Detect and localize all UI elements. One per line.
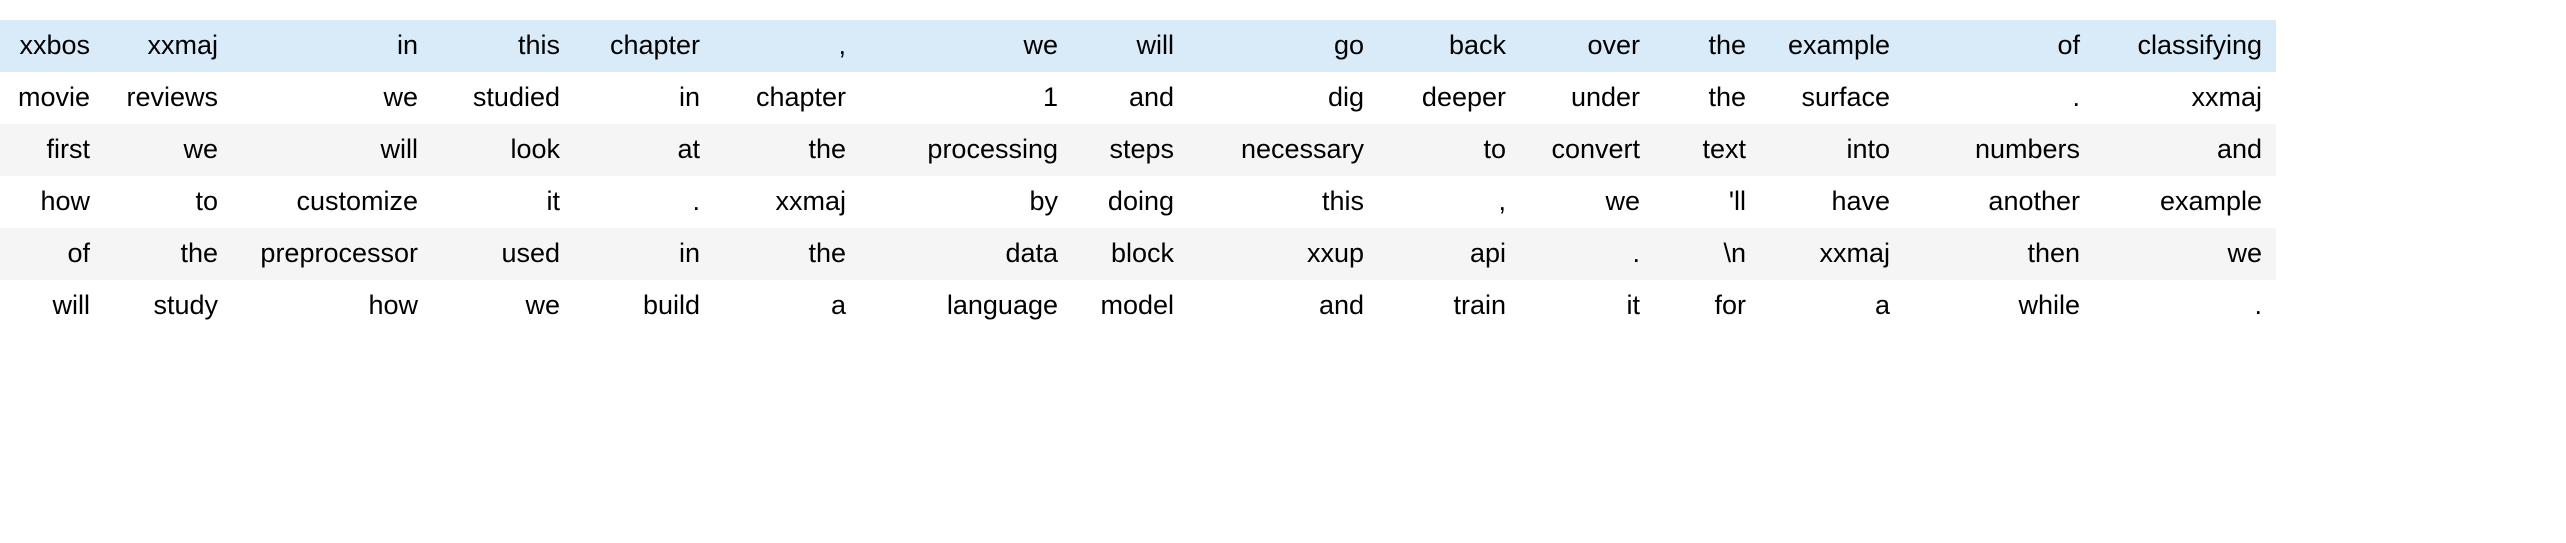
token-cell: example <box>2094 176 2276 229</box>
token-cell: will <box>0 280 104 333</box>
token-cell: how <box>232 280 432 333</box>
token-cell: build <box>574 280 714 333</box>
token-cell: by <box>860 176 1072 229</box>
token-cell: into <box>1760 124 1904 177</box>
token-cell: we <box>232 72 432 125</box>
token-cell: study <box>104 280 232 333</box>
token-cell: block <box>1072 228 1188 281</box>
token-cell: we <box>432 280 574 333</box>
token-cell: studied <box>432 72 574 125</box>
token-cell: steps <box>1072 124 1188 177</box>
token-cell: necessary <box>1188 124 1378 177</box>
token-cell: look <box>432 124 574 177</box>
token-cell: deeper <box>1378 72 1520 125</box>
token-cell: of <box>1904 20 2094 73</box>
token-cell: will <box>232 124 432 177</box>
token-cell: reviews <box>104 72 232 125</box>
token-cell: language <box>860 280 1072 333</box>
token-cell: while <box>1904 280 2094 333</box>
token-cell: to <box>1378 124 1520 177</box>
token-cell: dig <box>1188 72 1378 125</box>
token-cell: it <box>432 176 574 229</box>
token-cell: classifying <box>2094 20 2276 73</box>
token-cell: preprocessor <box>232 228 432 281</box>
token-cell: the <box>104 228 232 281</box>
token-cell: used <box>432 228 574 281</box>
token-cell: api <box>1378 228 1520 281</box>
token-cell: . <box>1520 228 1654 281</box>
token-cell: under <box>1520 72 1654 125</box>
token-cell: for <box>1654 280 1760 333</box>
token-cell: go <box>1188 20 1378 73</box>
token-cell: the <box>1654 72 1760 125</box>
token-cell: convert <box>1520 124 1654 177</box>
token-cell: the <box>714 124 860 177</box>
token-cell: chapter <box>714 72 860 125</box>
token-cell: how <box>0 176 104 229</box>
token-cell: . <box>2094 280 2276 333</box>
token-cell: at <box>574 124 714 177</box>
token-cell: text <box>1654 124 1760 177</box>
token-cell: a <box>714 280 860 333</box>
token-cell: customize <box>232 176 432 229</box>
token-cell: xxmaj <box>1760 228 1904 281</box>
token-cell: numbers <box>1904 124 2094 177</box>
token-cell: back <box>1378 20 1520 73</box>
token-cell: chapter <box>574 20 714 73</box>
token-cell: and <box>1072 72 1188 125</box>
token-cell: the <box>1654 20 1760 73</box>
token-cell: have <box>1760 176 1904 229</box>
token-cell: . <box>1904 72 2094 125</box>
token-cell: the <box>714 228 860 281</box>
token-cell: a <box>1760 280 1904 333</box>
token-cell: train <box>1378 280 1520 333</box>
token-cell: , <box>714 20 860 73</box>
token-cell: xxbos <box>0 20 104 73</box>
token-cell: data <box>860 228 1072 281</box>
token-cell: this <box>432 20 574 73</box>
token-cell: 1 <box>860 72 1072 125</box>
token-cell: then <box>1904 228 2094 281</box>
token-cell: , <box>1378 176 1520 229</box>
token-cell: to <box>104 176 232 229</box>
token-cell: example <box>1760 20 1904 73</box>
token-cell: we <box>1520 176 1654 229</box>
token-cell: in <box>232 20 432 73</box>
token-cell: xxmaj <box>714 176 860 229</box>
token-cell: and <box>2094 124 2276 177</box>
token-cell: doing <box>1072 176 1188 229</box>
token-cell: over <box>1520 20 1654 73</box>
token-cell: it <box>1520 280 1654 333</box>
token-cell: and <box>1188 280 1378 333</box>
token-cell: in <box>574 228 714 281</box>
token-cell: xxup <box>1188 228 1378 281</box>
token-cell: . <box>574 176 714 229</box>
token-cell: processing <box>860 124 1072 177</box>
token-cell: xxmaj <box>2094 72 2276 125</box>
token-cell: in <box>574 72 714 125</box>
token-cell: will <box>1072 20 1188 73</box>
token-cell: we <box>2094 228 2276 281</box>
token-cell: of <box>0 228 104 281</box>
token-cell: we <box>860 20 1072 73</box>
token-cell: 'll <box>1654 176 1760 229</box>
token-cell: another <box>1904 176 2094 229</box>
token-cell: surface <box>1760 72 1904 125</box>
token-cell: we <box>104 124 232 177</box>
token-cell: model <box>1072 280 1188 333</box>
token-cell: movie <box>0 72 104 125</box>
token-cell: xxmaj <box>104 20 232 73</box>
token-cell: first <box>0 124 104 177</box>
token-cell: this <box>1188 176 1378 229</box>
token-cell: \n <box>1654 228 1760 281</box>
